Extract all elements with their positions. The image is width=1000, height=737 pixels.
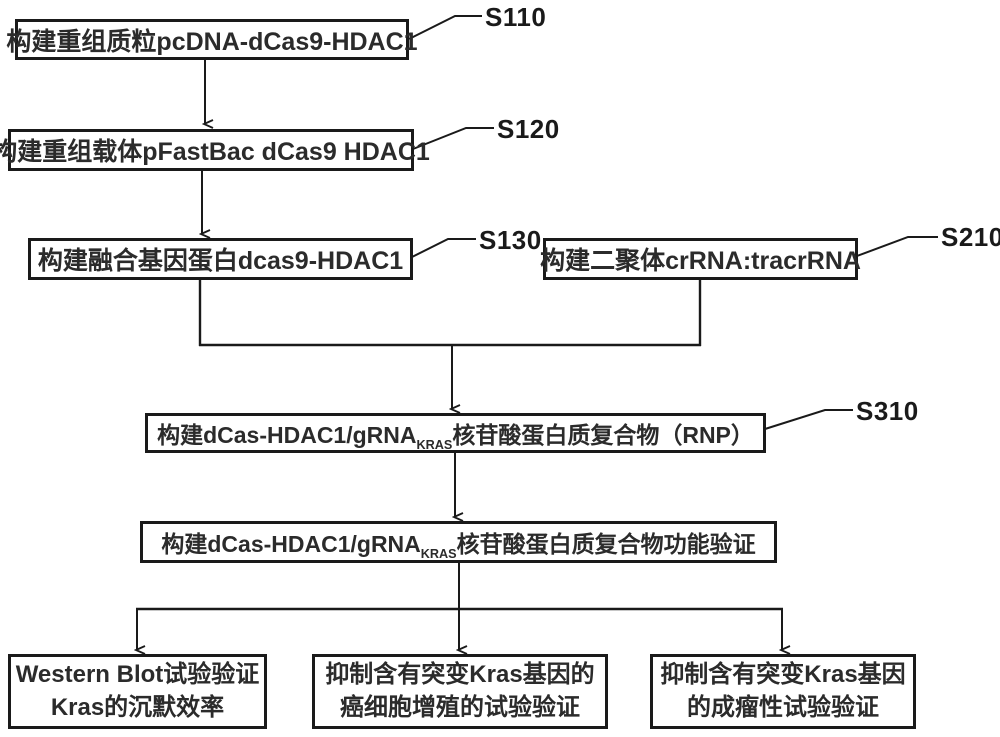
flow-box-function-validation: 构建dCas-HDAC1/gRNAKRAS核苷酸蛋白质复合物功能验证 bbox=[140, 521, 777, 563]
step-label-s130: S130 bbox=[479, 225, 542, 255]
flow-box-tumorigenicity-assay: 抑制含有突变Kras基因 的成瘤性试验验证 bbox=[650, 654, 916, 729]
flow-box-proliferation-assay: 抑制含有突变Kras基因的 癌细胞增殖的试验验证 bbox=[312, 654, 608, 729]
step-label-s310: S310 bbox=[856, 396, 919, 426]
flow-box-function-validation-label: 构建dCas-HDAC1/gRNAKRAS核苷酸蛋白质复合物功能验证 bbox=[161, 525, 756, 561]
flow-box-western-blot-line2: Kras的沉默效率 bbox=[50, 693, 225, 721]
flow-box-western-blot: Western Blot试验验证 Kras的沉默效率 bbox=[8, 654, 267, 729]
flow-box-tumorigenicity-assay-line1: 抑制含有突变Kras基因 bbox=[660, 661, 906, 689]
flow-box-s110-label: 构建重组质粒pcDNA-dCas9-HDAC1 bbox=[6, 27, 418, 56]
flow-box-s310-text-prefix: 构建dCas-HDAC1/gRNA bbox=[157, 422, 417, 448]
flow-box-tumorigenicity-assay-line2: 的成瘤性试验验证 bbox=[687, 693, 879, 721]
flow-box-s210: 构建二聚体crRNA:tracrRNA bbox=[540, 238, 861, 280]
flow-box-function-validation-prefix: 构建dCas-HDAC1/gRNA bbox=[161, 531, 421, 557]
step-label-s120: S120 bbox=[497, 114, 560, 144]
flow-box-s310-text-subscript: KRAS bbox=[416, 437, 453, 452]
step-label-s210: S210 bbox=[941, 222, 1000, 252]
flow-box-s110: 构建重组质粒pcDNA-dCas9-HDAC1 bbox=[6, 19, 418, 60]
flow-box-s210-label: 构建二聚体crRNA:tracrRNA bbox=[540, 247, 861, 275]
flow-box-function-validation-subscript: KRAS bbox=[420, 546, 457, 561]
flow-box-s310-label: 构建dCas-HDAC1/gRNAKRAS核苷酸蛋白质复合物（RNP） bbox=[157, 416, 754, 452]
flow-box-proliferation-assay-line2: 癌细胞增殖的试验验证 bbox=[340, 693, 580, 721]
flow-box-s310-text-suffix: 核苷酸蛋白质复合物（RNP） bbox=[452, 422, 754, 448]
flow-box-western-blot-line1: Western Blot试验验证 bbox=[15, 661, 260, 689]
leader-s130 bbox=[411, 238, 476, 258]
leader-s310 bbox=[764, 409, 853, 430]
flow-box-s120: 构建重组载体pFastBac dCas9 HDAC1 bbox=[0, 129, 430, 171]
flow-box-s130-label: 构建融合基因蛋白dcas9-HDAC1 bbox=[37, 247, 404, 275]
flow-box-s120-label: 构建重组载体pFastBac dCas9 HDAC1 bbox=[0, 138, 430, 166]
leader-s120 bbox=[412, 127, 494, 150]
flow-box-function-validation-suffix: 核苷酸蛋白质复合物功能验证 bbox=[456, 531, 756, 557]
flow-box-s310: 构建dCas-HDAC1/gRNAKRAS核苷酸蛋白质复合物（RNP） bbox=[145, 413, 766, 453]
flow-box-s130: 构建融合基因蛋白dcas9-HDAC1 bbox=[28, 238, 413, 280]
leader-s210 bbox=[856, 236, 938, 257]
flow-box-proliferation-assay-line1: 抑制含有突变Kras基因的 bbox=[325, 661, 595, 689]
leader-s110 bbox=[408, 15, 482, 40]
step-label-s110: S110 bbox=[485, 2, 547, 32]
